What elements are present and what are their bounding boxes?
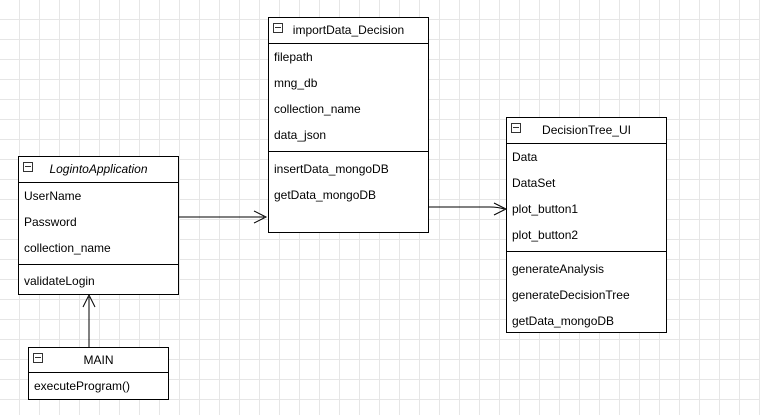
class-main[interactable]: MAIN executeProgram() [28, 347, 169, 400]
attribute-filepath: filepath [274, 50, 313, 64]
methods-section: generateAnalysis generateDecisionTree ge… [507, 252, 666, 334]
collapse-icon[interactable] [33, 353, 43, 363]
class-name: LogintoApplication [49, 162, 148, 176]
method-insert-data-mongodb: insertData_mongoDB [274, 162, 389, 176]
attributes-section: UserName Password collection_name [19, 183, 178, 265]
attribute-username: UserName [24, 189, 82, 203]
arrowhead-main-login [82, 293, 96, 308]
association-import-decision[interactable] [429, 206, 505, 210]
collapse-icon[interactable] [273, 23, 283, 33]
methods-section: insertData_mongoDB getData_mongoDB [269, 152, 428, 208]
attribute-password: Password [24, 215, 77, 229]
collapse-icon[interactable] [23, 162, 33, 172]
method-get-data-mongodb: getData_mongoDB [512, 314, 615, 328]
class-decision-tree-ui[interactable]: DecisionTree_UI Data DataSet plot_button… [506, 117, 667, 333]
class-header: LogintoApplication [19, 157, 178, 183]
class-header: DecisionTree_UI [507, 118, 666, 144]
attribute-collection-name: collection_name [24, 241, 111, 255]
attribute-data-json: data_json [274, 128, 327, 142]
class-name: DecisionTree_UI [542, 123, 631, 137]
collapse-icon[interactable] [511, 123, 521, 133]
class-login-to-application[interactable]: LogintoApplication UserName Password col… [18, 156, 179, 295]
attribute-mng-db: mng_db [274, 76, 318, 90]
class-import-data-decision[interactable]: importData_Decision filepath mng_db coll… [268, 17, 429, 233]
class-name: importData_Decision [292, 23, 405, 37]
class-header: importData_Decision [269, 18, 428, 44]
method-execute-program: executeProgram() [34, 379, 131, 393]
class-name: MAIN [83, 353, 114, 367]
method-get-data-mongodb: getData_mongoDB [274, 188, 377, 202]
method-generate-decision-tree: generateDecisionTree [512, 288, 630, 302]
method-generate-analysis: generateAnalysis [512, 262, 605, 276]
attributes-section: Data DataSet plot_button1 plot_button2 [507, 144, 666, 252]
arrowhead-login-import [253, 210, 268, 224]
methods-section: validateLogin [19, 265, 178, 294]
arrowhead-import-decision [493, 202, 508, 216]
attribute-collection-name: collection_name [274, 102, 361, 116]
class-header: MAIN [29, 348, 168, 373]
methods-section: executeProgram() [29, 373, 168, 399]
attribute-data: Data [512, 150, 538, 164]
attribute-plot-button2: plot_button2 [512, 228, 579, 242]
attributes-section: filepath mng_db collection_name data_jso… [269, 44, 428, 152]
attribute-dataset: DataSet [512, 176, 556, 190]
method-validate-login: validateLogin [24, 274, 95, 288]
attribute-plot-button1: plot_button1 [512, 202, 579, 216]
